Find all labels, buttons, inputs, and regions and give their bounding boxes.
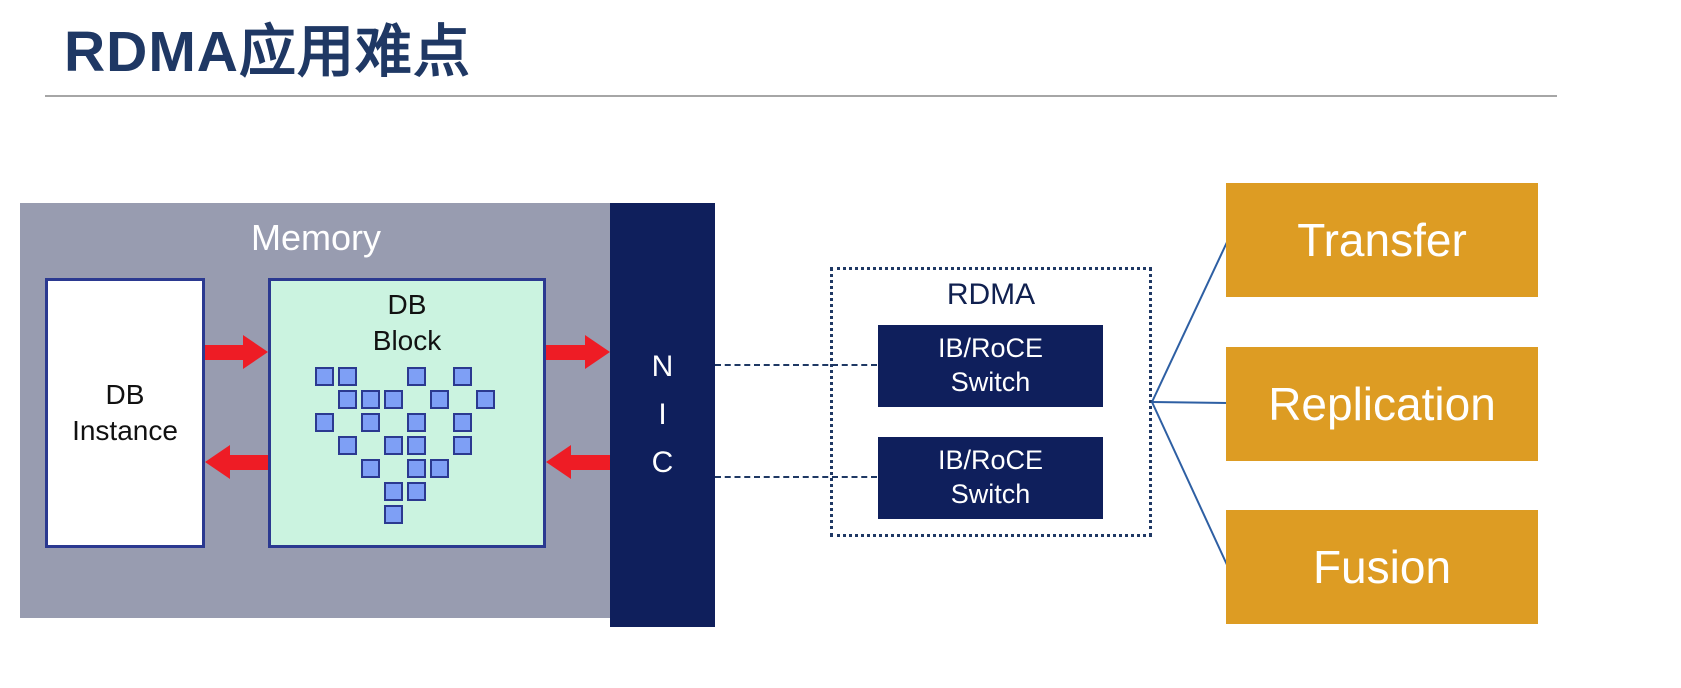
outcome-fusion-box: Fusion	[1226, 510, 1538, 624]
db-block-square	[407, 459, 426, 478]
db-block-square	[407, 436, 426, 455]
db-block-square	[338, 390, 357, 409]
switch-label-line1: IB/RoCE	[937, 445, 1044, 476]
outcome-transfer-label: Transfer	[1297, 214, 1467, 266]
arrow-instance-to-block	[205, 335, 268, 369]
db-block-square	[384, 482, 403, 501]
db-block-squares-pattern	[315, 367, 499, 528]
db-block-label-line2: Block	[372, 325, 442, 357]
arrow-block-to-instance	[205, 445, 268, 479]
switch-label-line2: Switch	[950, 367, 1031, 397]
db-block-square	[315, 413, 334, 432]
title-divider	[45, 95, 1557, 97]
arrow-block-to-nic	[546, 335, 610, 369]
arrow-shaft	[546, 344, 585, 360]
switch-label-line1: IB/RoCE	[937, 333, 1044, 364]
db-block-square	[430, 390, 449, 409]
arrow-nic-to-block	[546, 445, 610, 479]
db-block-square	[361, 459, 380, 478]
fan-connector-lines	[1151, 239, 1229, 568]
outcome-transfer-box: Transfer	[1226, 183, 1538, 297]
arrow-head-left-icon	[546, 445, 571, 479]
db-block-square	[407, 367, 426, 386]
db-block-square	[407, 482, 426, 501]
ib-roce-switch-2: IB/RoCE Switch	[878, 437, 1103, 519]
db-instance-label-line2: Instance	[72, 415, 178, 446]
arrow-shaft	[230, 454, 268, 470]
nic-switch-link-bottom	[715, 476, 877, 478]
outcome-replication-box: Replication	[1226, 347, 1538, 461]
arrow-head-right-icon	[585, 335, 610, 369]
outcome-replication-label: Replication	[1268, 378, 1496, 430]
db-block-square	[407, 413, 426, 432]
db-block-label: DB Block	[271, 287, 543, 360]
outcome-fusion-label: Fusion	[1312, 541, 1452, 593]
nic-letter-i: I	[658, 398, 667, 431]
db-block-square	[384, 390, 403, 409]
nic-box: N I C	[610, 203, 715, 627]
nic-switch-link-top	[715, 364, 877, 366]
nic-letter-c: C	[651, 446, 674, 479]
nic-letter-n: N	[651, 350, 674, 383]
ib-roce-switch-1: IB/RoCE Switch	[878, 325, 1103, 407]
db-block-label-line1: DB	[387, 289, 427, 320]
db-block-square	[315, 367, 334, 386]
switch-label-line2: Switch	[950, 479, 1031, 509]
db-block-square	[453, 436, 472, 455]
arrow-head-left-icon	[205, 445, 230, 479]
db-instance-box: DB Instance	[45, 278, 205, 548]
rdma-group-box: RDMA	[830, 267, 1152, 537]
db-block-square	[384, 436, 403, 455]
db-block-square	[338, 436, 357, 455]
db-block-square	[361, 390, 380, 409]
db-block-square	[476, 390, 495, 409]
arrow-head-right-icon	[243, 335, 268, 369]
db-block-square	[338, 367, 357, 386]
db-block-square	[384, 505, 403, 524]
db-block-square	[453, 367, 472, 386]
arrow-shaft	[205, 344, 243, 360]
db-block-square	[430, 459, 449, 478]
db-instance-label-line1: DB	[105, 378, 145, 410]
db-block-square	[361, 413, 380, 432]
memory-label: Memory	[250, 217, 381, 258]
db-block-square	[453, 413, 472, 432]
page-title: RDMA应用难点	[64, 20, 471, 84]
rdma-label: RDMA	[946, 278, 1036, 311]
db-block-box: DB Block	[268, 278, 546, 548]
arrow-shaft	[571, 454, 610, 470]
